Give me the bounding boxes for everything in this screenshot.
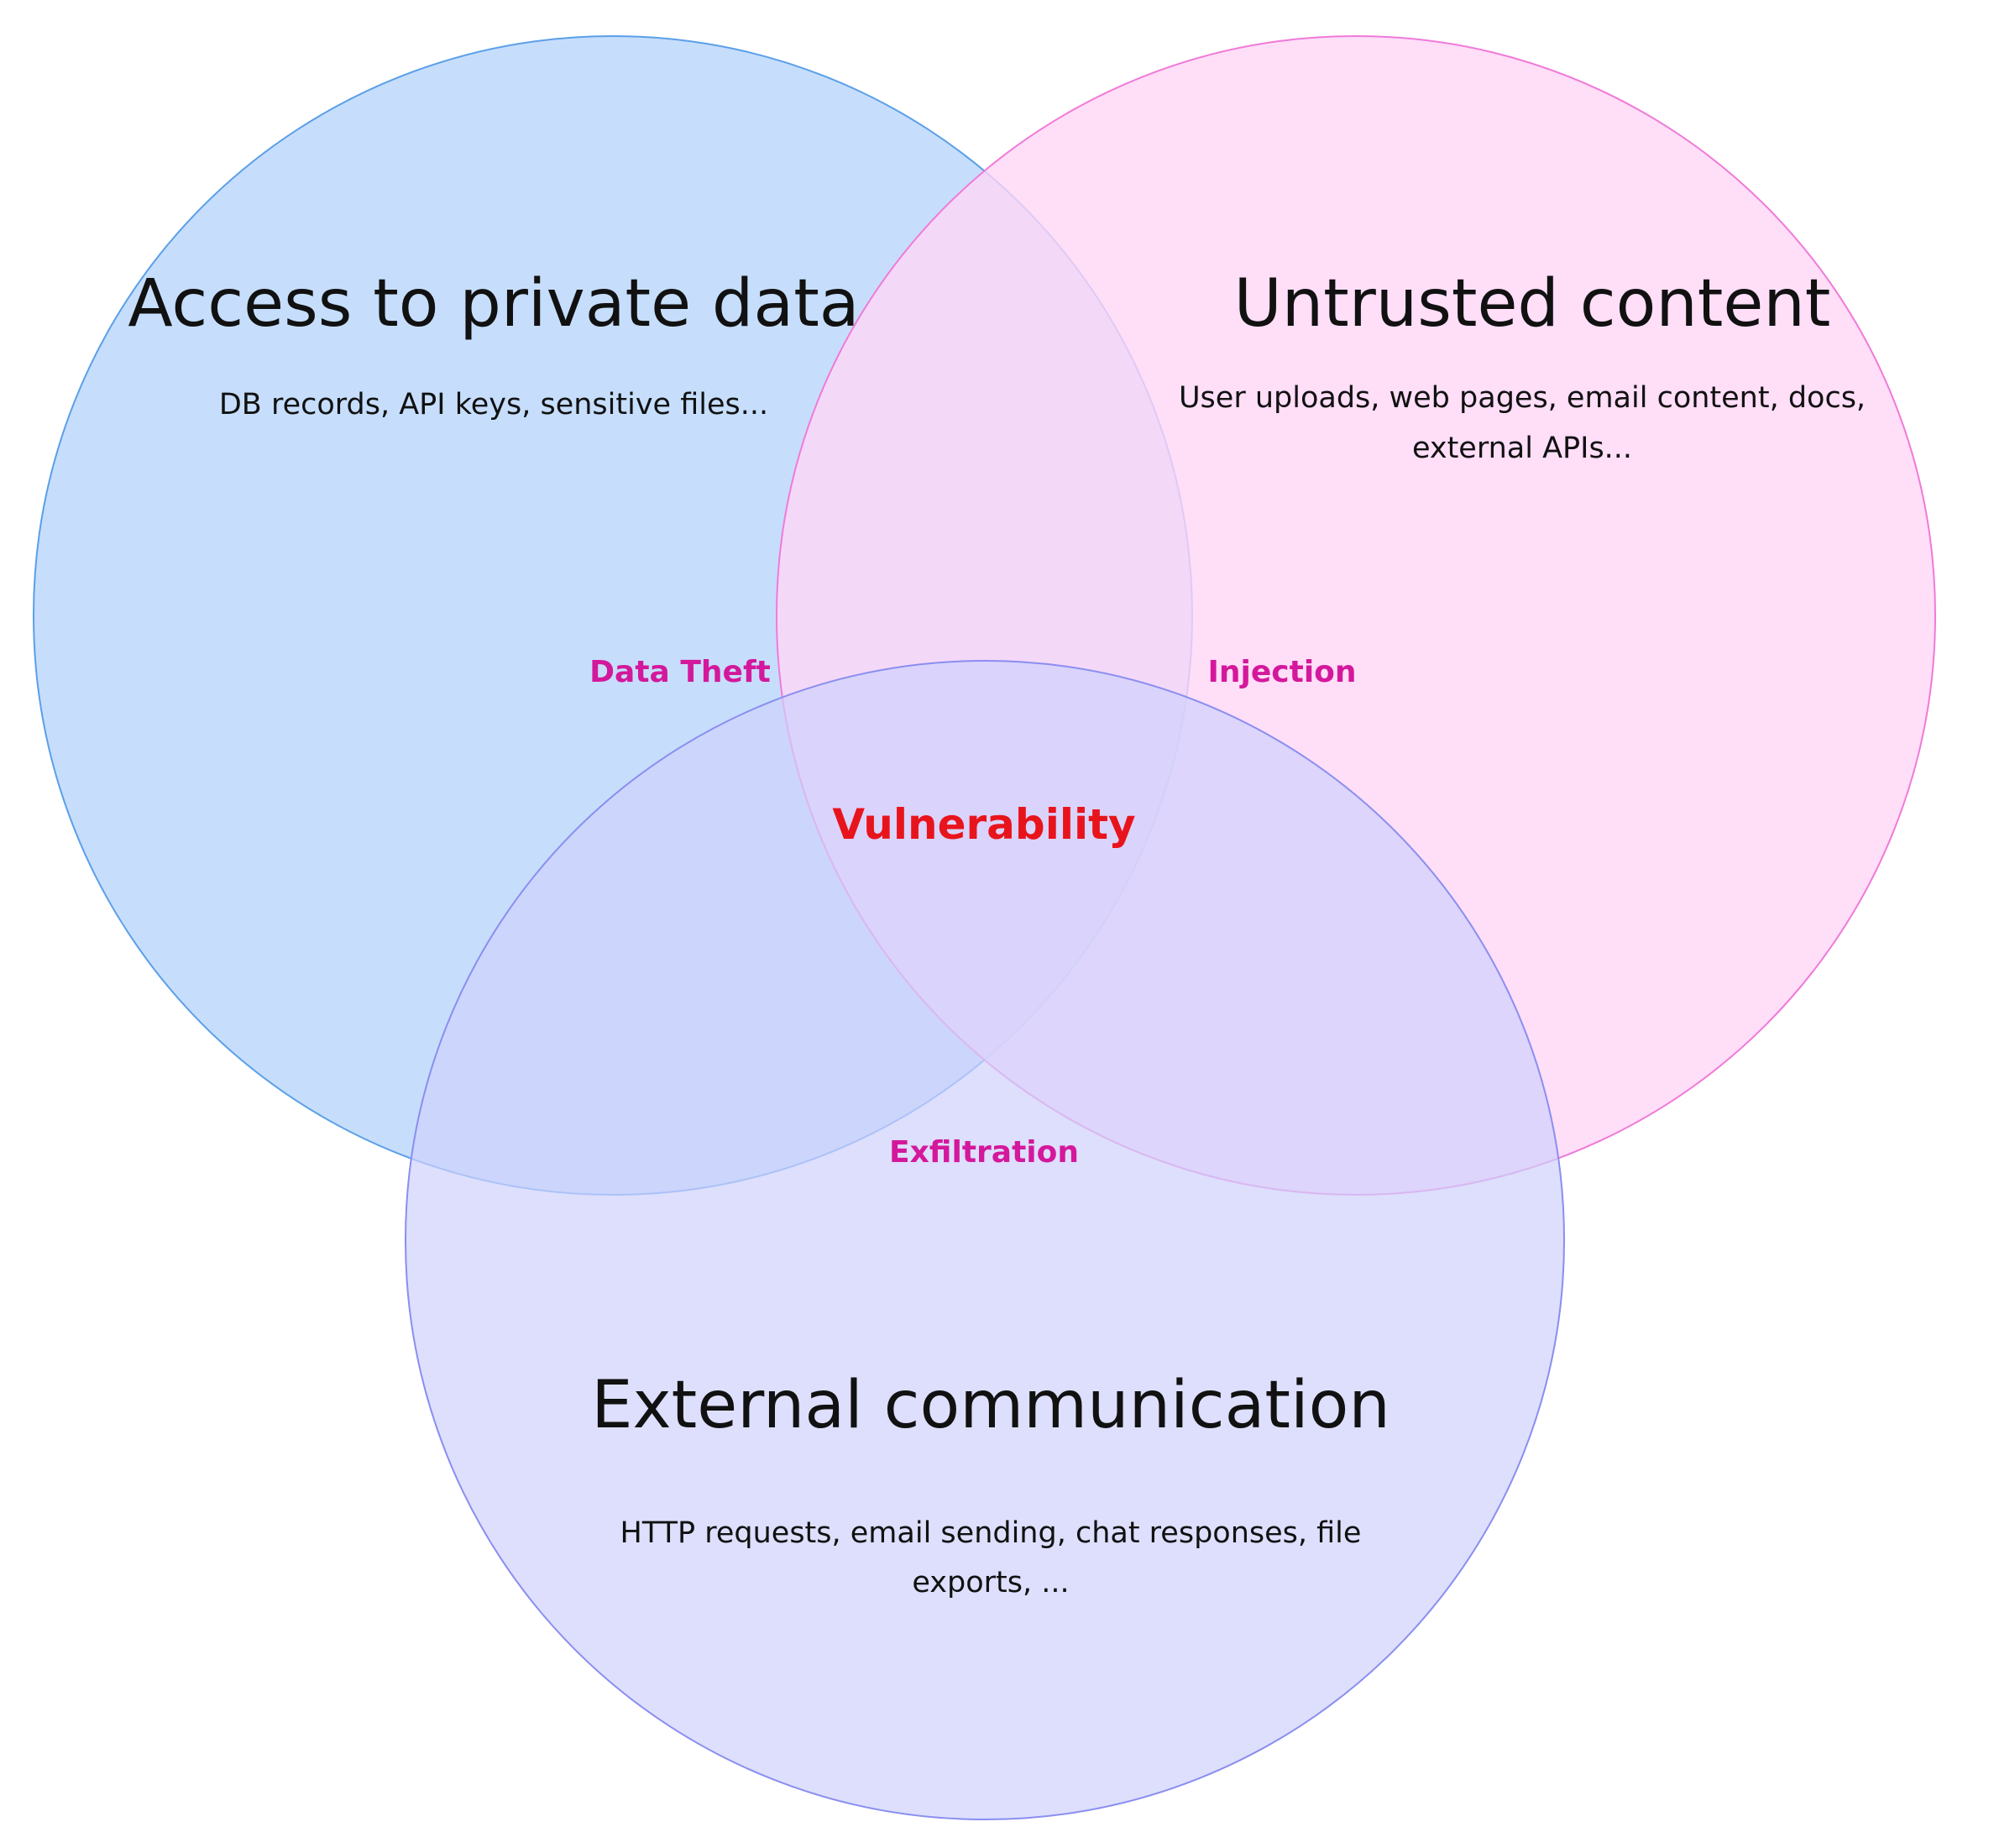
private-data-description: DB records, API keys, sensitive files...	[219, 388, 768, 421]
untrusted-content-title: Untrusted content	[1234, 266, 1831, 342]
untrusted-content-description-line-2: external APIs...	[1412, 432, 1632, 465]
external-communication-description-line-2: exports, ...	[912, 1566, 1069, 1599]
data-theft-label: Data Theft	[589, 655, 771, 689]
injection-label: Injection	[1207, 655, 1356, 689]
untrusted-content-description-line-1: User uploads, web pages, email content, …	[1179, 381, 1866, 415]
external-communication-title: External communication	[591, 1368, 1390, 1443]
vulnerability-label: Vulnerability	[832, 800, 1135, 849]
exfiltration-label: Exfiltration	[889, 1135, 1079, 1170]
external-communication-circle	[405, 660, 1565, 1820]
external-communication-description-line-1: HTTP requests, email sending, chat respo…	[620, 1516, 1362, 1550]
private-data-title: Access to private data	[128, 266, 859, 342]
